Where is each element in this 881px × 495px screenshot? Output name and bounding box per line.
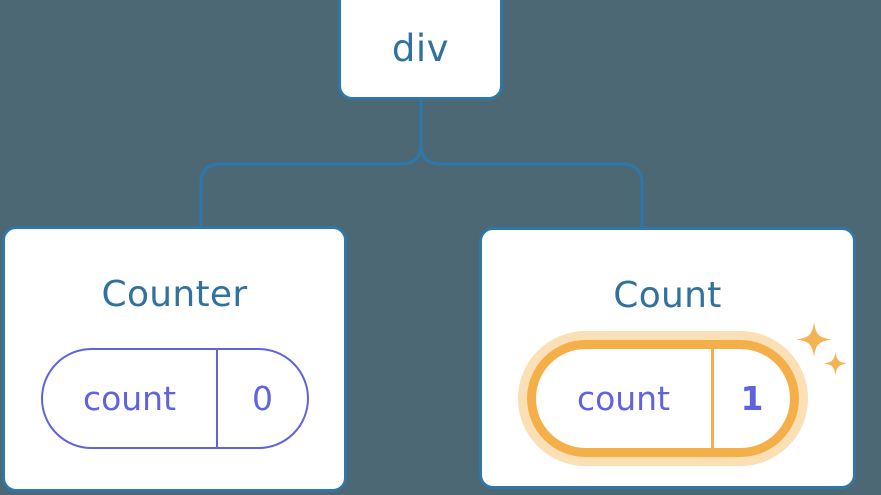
count-state-pill-halo [518,331,808,466]
count-component-title: Count [613,275,722,316]
count-state-key-cell: count [536,349,714,448]
count-state-value: 1 [740,379,764,418]
counter-state-value-cell: 0 [218,350,307,447]
root-node-label: div [391,26,450,70]
count-state-key: count [576,379,671,418]
count-state-pill[interactable]: count 1 [518,331,808,466]
counter-component-title: Counter [101,274,248,315]
counter-state-key-cell: count [43,350,218,447]
count-state-pill-body: count 1 [527,340,799,457]
counter-state-value: 0 [252,379,273,418]
counter-state-key: count [82,379,177,418]
counter-state-pill[interactable]: count 0 [41,348,309,449]
root-node[interactable]: div [338,0,503,100]
count-state-value-cell: 1 [714,349,790,448]
